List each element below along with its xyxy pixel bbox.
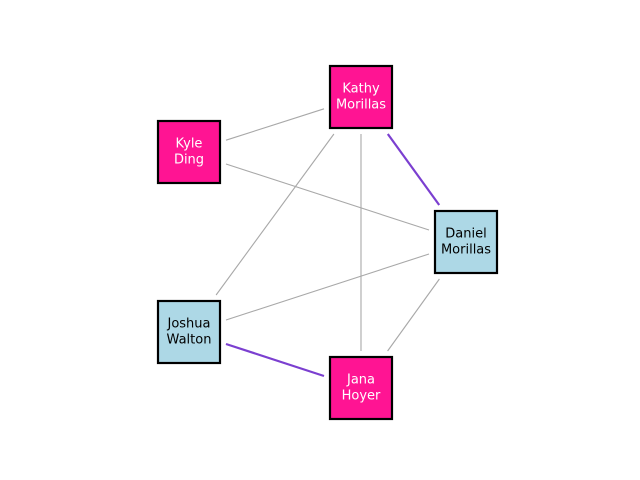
- node-label-line2: Walton: [167, 333, 212, 348]
- node-label-line2: Hoyer: [342, 389, 381, 404]
- node-box: [433, 209, 499, 275]
- edge-kathy-daniel: [386, 133, 441, 206]
- node-box: [328, 64, 394, 130]
- edge-joshua-jana: [225, 342, 325, 378]
- nodes-layer: KathyMorillasKyleDingDanielMorillasJoshu…: [156, 64, 499, 421]
- node-label-line2: Ding: [174, 153, 204, 168]
- node-label-line1: Kathy: [342, 82, 380, 97]
- edge-kyle-daniel: [225, 163, 430, 231]
- edge-kathy-joshua: [215, 133, 335, 296]
- node-label-line2: Morillas: [336, 98, 386, 113]
- node-label-line1: Kyle: [176, 137, 203, 152]
- edges-layer: [215, 108, 441, 378]
- edge-jana-daniel: [387, 278, 440, 352]
- node-box: [328, 355, 394, 421]
- node-box: [156, 299, 222, 365]
- node-label-line2: Morillas: [441, 243, 491, 258]
- node-label-line1: Jana: [346, 373, 375, 388]
- node-label-line1: Joshua: [166, 317, 210, 332]
- node-label-line1: Daniel: [445, 227, 486, 242]
- node-box: [156, 119, 222, 185]
- edge-kyle-kathy: [225, 108, 325, 141]
- edge-joshua-daniel: [225, 253, 430, 321]
